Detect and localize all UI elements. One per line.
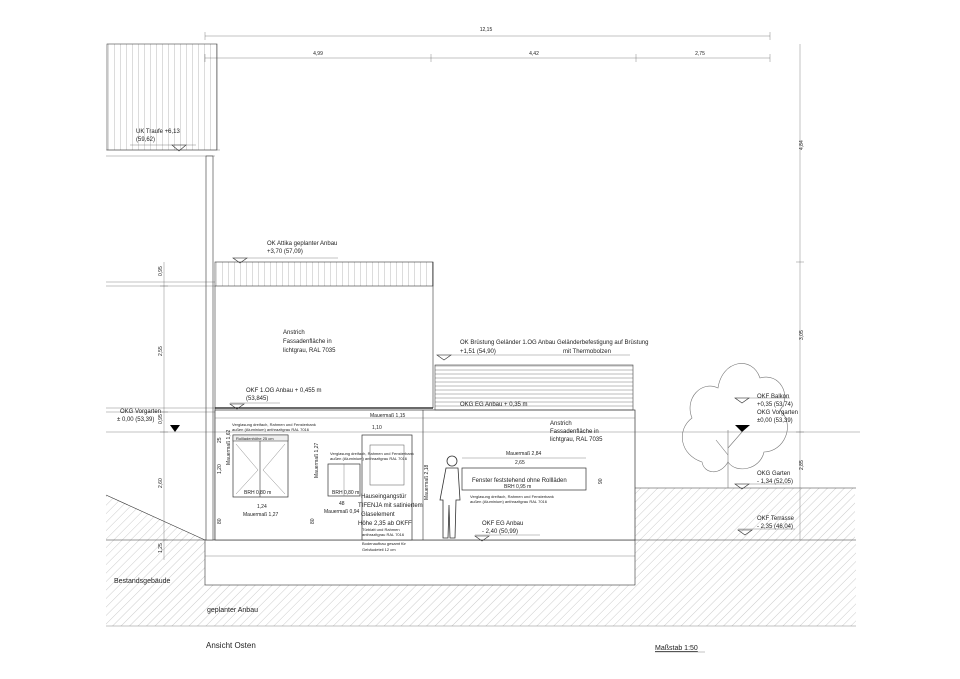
note-anstrich-2-line-2: Fassadenfläche in (550, 429, 599, 435)
note-verglasung-1-line-1: Verglasung dreifach, Rahmen und Fensterb… (232, 422, 316, 427)
level-okg-eg: OKG EG Anbau + 0,35 m (460, 402, 528, 408)
dim-segment-1: 4,99 (313, 51, 323, 57)
dim-total-width: 12,15 (480, 27, 493, 33)
dim-sub-1-20: 1,20 (217, 464, 223, 474)
note-verglasung-3-line-2: außen (Aluminium) anthrazitgrau RAL 7016 (470, 499, 548, 504)
dim-sub-80b: 80 (310, 518, 316, 524)
dim-left-h-1: 0,95 (158, 266, 164, 276)
dim-segment-2: 4,42 (529, 51, 539, 57)
note-anstrich-1-line-2: Fassadenfläche in (283, 339, 332, 345)
dim-mauermass-5: Mauermaß 2,18 (424, 464, 430, 500)
level-ok-attika: OK Attika geplanter Anbau (267, 241, 337, 247)
entrance-door (361, 434, 413, 541)
dim-left-h-5: 1,25 (158, 543, 164, 553)
dim-mauermass-6: Mauermaß 0,94 (324, 509, 360, 515)
dim-right-height-lower: 2,85 (799, 460, 805, 470)
level-okg-vorgarten-left: OKG Vorgarten (120, 409, 161, 415)
note-verglasung-1-line-2: außen (Aluminium) anthrazitgrau RAL 7016 (232, 427, 310, 432)
note-verglasung-2-line-2: außen (Aluminium) anthrazitgrau RAL 7016 (330, 456, 408, 461)
level-ok-bruestung-extra: mit Thermobolzen (563, 349, 611, 355)
level-ok-bruestung-value: +1,51 (54,90) (460, 349, 496, 355)
note-tuer-line-1: Hauseingangstür (361, 494, 406, 500)
dim-sub-48: 48 (339, 501, 345, 507)
dim-sub-80a: 80 (217, 518, 223, 524)
dim-right-height-total: 4,84 (799, 140, 805, 150)
note-tuer-line-3: Glaselement (361, 512, 395, 518)
level-okf-1og-abs: (53,845) (246, 396, 268, 402)
note-verglasung-3-line-1: Verglasung dreifach, Rahmen und Fensterb… (470, 494, 554, 499)
level-okf-eg: OKF EG Anbau (482, 521, 523, 527)
dim-mauermass-4: Mauermaß 1,27 (314, 442, 320, 478)
note-anstrich-1-line-1: Anstrich (283, 330, 305, 336)
note-bodenaufbau-line-2: Gebäudeteil 12 cm (362, 547, 396, 552)
dim-mauermass-1: Mauermaß 1,15 (370, 413, 406, 419)
note-tuer-line-2: TIFENJA mit satiniertem (358, 503, 423, 509)
note-anstrich-1-line-3: lichtgrau, RAL 7035 (283, 348, 336, 354)
window-right-fixed (461, 457, 587, 491)
level-okf-balkon-value: +0,35 (53,74) (757, 402, 793, 408)
note-verglasung-2-line-1: Verglasung dreifach, Rahmen und Fensterb… (330, 451, 414, 456)
note-brh-2: BRH 0,80 m (332, 490, 359, 496)
dimension-chain-left (160, 262, 168, 560)
level-okg-vorgarten-left-value: ± 0,00 (53,39) (117, 417, 154, 423)
level-ok-attika-value: +3,70 (57,09) (267, 249, 303, 255)
dim-mauermass-2: Mauermaß 2,84 (506, 451, 542, 457)
dim-segment-3: 2,75 (695, 51, 705, 57)
window-left (232, 434, 289, 498)
level-okg-garten: OKG Garten (757, 471, 790, 477)
window-middle (327, 463, 361, 497)
view-title: Ansicht Osten (206, 641, 256, 650)
dim-sub-1-24: 1,24 (257, 504, 267, 510)
existing-building (106, 43, 220, 541)
level-okf-balkon: OKF Balkon (757, 394, 789, 400)
dim-mauermass-3: Mauermaß 1,62 (226, 429, 232, 465)
person-figure (439, 455, 461, 539)
level-okf-terrasse: OKF Terrasse (757, 516, 795, 522)
level-ok-bruestung: OK Brüstung Geländer 1.OG Anbau Geländer… (460, 340, 648, 346)
dim-left-h-4: 2,60 (158, 478, 164, 488)
level-okf-terrasse-value: - 2,35 (46,04) (757, 524, 793, 530)
note-anstrich-2-line-3: lichtgrau, RAL 7035 (550, 437, 603, 443)
dim-sub-1-10: 1,10 (372, 425, 382, 431)
note-fenster-fest: Fenster feststehend ohne Rollläden (472, 478, 567, 484)
level-uk-traufe: UK Traufe +6,13 (136, 129, 181, 135)
note-tuer-line-4: Höhe 2,35 ab OKFF (358, 521, 412, 527)
label-bestandsgebaeude: Bestandsgebäude (114, 578, 171, 585)
level-okg-vorgarten-right-value: ±0,00 (53,39) (757, 418, 793, 424)
dimension-chain-top (204, 32, 771, 62)
ground-hatching (105, 487, 856, 627)
dim-sub-2-65: 2,65 (515, 460, 525, 466)
level-uk-traufe-abs: (59,62) (136, 137, 155, 143)
note-anstrich-2-line-1: Anstrich (550, 421, 572, 427)
dim-left-h-3: 0,95 (158, 414, 164, 424)
level-okf-1og: OKF 1.OG Anbau + 0,455 m (246, 388, 322, 394)
level-okf-eg-value: - 2,40 (50,99) (482, 529, 518, 535)
note-tuer-rahmen-line-1: Türblatt und Rahmen (362, 527, 400, 532)
note-tuer-rahmen-line-2: anthrazitgrau RAL 7016 (362, 532, 405, 537)
dim-right-height-upper: 3,05 (799, 330, 805, 340)
dim-mauermass-7: Mauermaß 1,27 (243, 512, 279, 518)
level-markers (130, 144, 795, 542)
tree-sketch (682, 363, 788, 488)
note-brh-1: BRH 0,80 m (244, 490, 271, 496)
note-rollladen: Rollladenhöhe 25 cm (236, 436, 274, 441)
dim-sub-25: 25 (217, 437, 223, 443)
label-geplanter-anbau: geplanter Anbau (207, 607, 258, 614)
dim-left-h-2: 2,55 (158, 346, 164, 356)
level-okg-garten-value: - 1,34 (52,05) (757, 479, 793, 485)
note-brh-3: BRH 0,95 m (504, 484, 531, 490)
scale-label: Maßstab 1:50 (655, 645, 698, 652)
dim-sub-90: 90 (598, 478, 604, 484)
note-bodenaufbau-line-1: Bodenaufbau gesamt für (362, 541, 406, 546)
level-okg-vorgarten-right: OKG Vorgarten (757, 410, 798, 416)
